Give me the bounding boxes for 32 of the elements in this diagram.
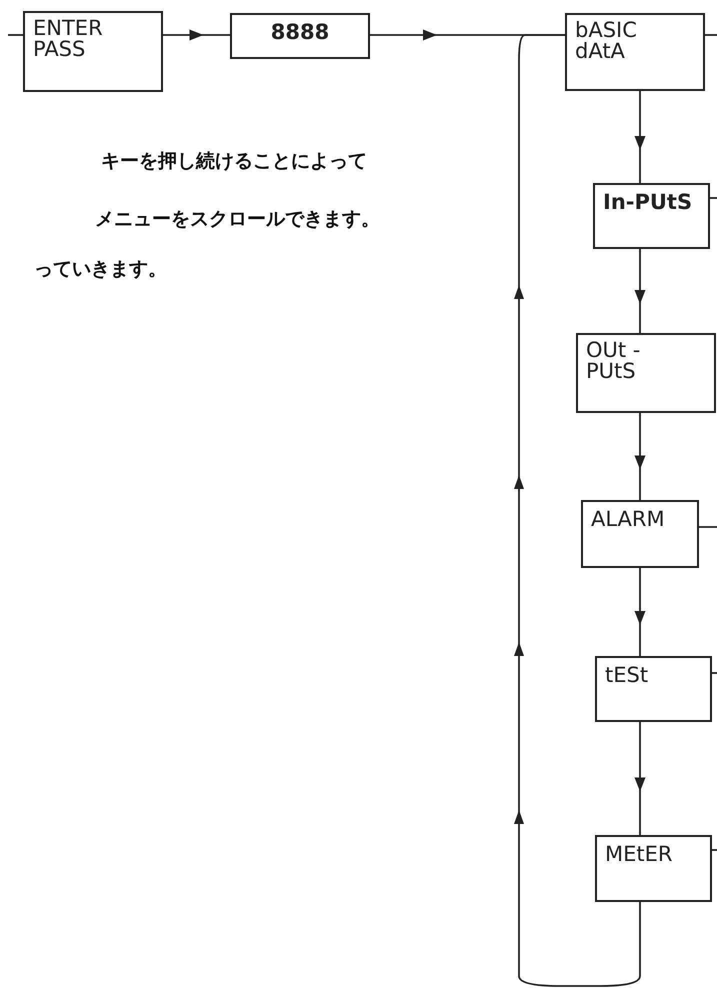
menu-box — [230, 13, 370, 59]
connector-line — [8, 34, 23, 36]
connector-line — [705, 34, 717, 36]
menu-box — [565, 13, 705, 91]
menu-label: In-PUtS — [603, 192, 692, 214]
arrow — [163, 30, 230, 40]
arrow — [634, 91, 646, 183]
arrow — [634, 722, 646, 835]
connector-line — [699, 526, 717, 528]
menu-box — [581, 500, 699, 568]
arrow — [514, 34, 641, 987]
arrow — [634, 249, 646, 333]
menu-box — [23, 11, 163, 92]
instruction-text: メニューをスクロールできます。 — [95, 208, 380, 231]
connector-line — [712, 849, 717, 851]
menu-label: ENTER PASS — [33, 18, 104, 61]
menu-box — [576, 333, 716, 413]
instruction-text: キーを押し続けることによって — [101, 150, 367, 173]
menu-label: ALARM — [591, 509, 665, 530]
menu-label: 8888 — [270, 22, 330, 44]
menu-box — [593, 183, 710, 249]
connector-line — [712, 672, 717, 674]
menu-label: OUt - PUtS — [586, 340, 642, 383]
arrow — [634, 413, 646, 500]
connector-line — [710, 197, 717, 199]
menu-label: MEtER — [605, 844, 672, 866]
menu-box — [595, 835, 712, 902]
instruction-text: っていきます。 — [34, 258, 167, 281]
menu-box — [595, 656, 712, 722]
menu-label: bASIC dAtA — [575, 20, 638, 63]
arrow — [634, 568, 646, 656]
menu-label: tESt — [605, 665, 648, 686]
